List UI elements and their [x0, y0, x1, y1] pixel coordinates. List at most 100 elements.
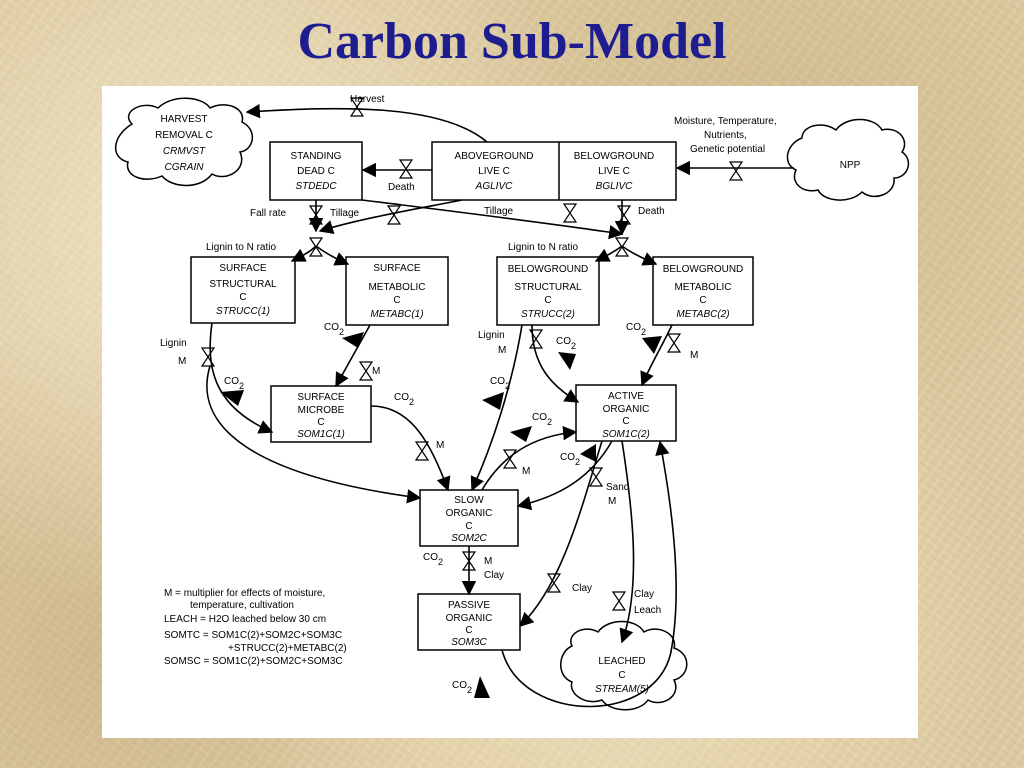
leached-cloud-line1: LEACHED: [598, 656, 645, 667]
co2-label-active-mid: CO2: [532, 412, 552, 427]
co2-wedge-slow-active: [482, 392, 504, 410]
surface-structural-box: SURFACE STRUCTURAL C STRUCC(1): [190, 256, 296, 324]
svg-text:CO2: CO2: [560, 452, 580, 467]
bg-structural-line3: C: [544, 295, 551, 306]
svg-text:CO2: CO2: [394, 392, 414, 407]
harvest-cloud-line3: CRMVST: [163, 146, 206, 157]
standing-dead-box: STANDING DEAD C STDEDC: [269, 141, 363, 201]
slide-title: Carbon Sub-Model: [297, 13, 727, 70]
co2-label-surface-struct: CO2: [224, 376, 244, 391]
svg-text:CO2: CO2: [452, 680, 472, 695]
harvest-cloud-line1: HARVEST: [160, 114, 207, 125]
valve-bm-m: [666, 333, 682, 353]
bg-structural-line1: BELOWGROUND: [508, 264, 589, 275]
valve-clay-m: [461, 551, 477, 571]
surface-structural-line4: STRUCC(1): [216, 306, 270, 317]
label-m-sand: M: [608, 496, 616, 507]
surface-microbe-line4: SOM1C(1): [297, 429, 345, 440]
co2-wedge-bg-struct: [558, 352, 576, 370]
surface-microbe-line2: MICROBE: [298, 405, 345, 416]
surface-metabolic-line2: METABOLIC: [368, 282, 425, 293]
leached-cloud-line2: C: [618, 670, 625, 681]
valve-surface-m: [358, 361, 374, 381]
belowground-live-line1: BELOWGROUND: [574, 151, 655, 162]
label-lignin-n-surface: Lignin to N ratio: [206, 242, 276, 253]
label-clay-slow: Clay: [484, 570, 504, 581]
flow-to-surf-struct: [290, 245, 317, 262]
label-npp-factors-1: Moisture, Temperature,: [674, 116, 777, 127]
svg-text:CO2: CO2: [324, 322, 344, 337]
label-npp-factors-3: Genetic potential: [690, 144, 765, 155]
flow-bs-active: [531, 324, 580, 403]
co2-label-passive: CO2: [452, 680, 472, 695]
valve-death-bg: [616, 205, 632, 225]
flow-bm-active: [640, 324, 673, 387]
svg-text:CO2: CO2: [224, 376, 244, 391]
flow-ss-slow: [206, 365, 422, 504]
svg-text:CO2: CO2: [490, 376, 510, 391]
svg-text:CO2: CO2: [556, 336, 576, 351]
npp-cloud-label: NPP: [840, 160, 861, 171]
label-m-clay: M: [484, 556, 492, 567]
diagram-panel: HARVEST REMOVAL C CRMVST CGRAIN NPP LEAC…: [102, 86, 918, 738]
bg-structural-line4: STRUCC(2): [521, 309, 575, 320]
flow-to-bg-struct: [594, 245, 623, 262]
co2-label-bg-struct: CO2: [556, 336, 576, 351]
surface-metabolic-line4: METABC(1): [370, 309, 423, 320]
co2-label-active-low: CO2: [560, 452, 580, 467]
harvest-cloud-line2: REMOVAL C: [155, 130, 213, 141]
harvest-cloud: [115, 97, 253, 187]
label-m-surface: M: [372, 366, 380, 377]
label-death-bg: Death: [638, 206, 665, 217]
co2-label-microbe: CO2: [394, 392, 414, 407]
co2-wedge-passive: [474, 676, 490, 698]
valve-tillage-1: [308, 205, 324, 225]
passive-organic-line2: ORGANIC: [446, 613, 493, 624]
active-organic-line1: ACTIVE: [608, 391, 644, 402]
label-harvest: Harvest: [350, 94, 385, 105]
legend-line-1: M = multiplier for effects of moisture,: [164, 588, 325, 599]
valve-lignin-bg: [614, 237, 630, 257]
aboveground-live-line2: LIVE C: [478, 166, 510, 177]
valve-bg-lignin-m: [528, 329, 544, 349]
bg-metabolic-line1: BELOWGROUND: [663, 264, 744, 275]
label-m-left: M: [178, 356, 186, 367]
valve-lignin-m: [200, 347, 216, 367]
slow-organic-line1: SLOW: [454, 495, 484, 506]
label-clay-mid: Clay: [572, 583, 592, 594]
svg-text:CO2: CO2: [423, 552, 443, 567]
surface-structural-line1: SURFACE: [219, 263, 267, 274]
label-tillage-1: Tillage: [330, 208, 360, 219]
bg-metabolic-line2: METABOLIC: [674, 282, 731, 293]
valve-npp: [728, 161, 744, 181]
surface-metabolic-box: SURFACE METABOLIC C METABC(1): [345, 256, 449, 326]
flow-harvest: [245, 103, 488, 143]
valve-clay-leach: [611, 591, 627, 611]
surface-microbe-line3: C: [317, 417, 324, 428]
co2-label-slow-active: CO2: [490, 376, 510, 391]
belowground-live-line3: BGLIVC: [596, 181, 633, 192]
slow-organic-line2: ORGANIC: [446, 508, 493, 519]
flow-sm-microbe: [335, 324, 371, 388]
active-organic-line4: SOM1C(2): [602, 429, 650, 440]
active-organic-line2: ORGANIC: [603, 404, 650, 415]
flow-to-surf-metab: [315, 245, 350, 266]
flow-active-passive: [518, 440, 603, 627]
label-lignin-n-bg: Lignin to N ratio: [508, 242, 578, 253]
legend-line-3: LEACH = H2O leached below 30 cm: [164, 614, 326, 625]
standing-dead-line2: DEAD C: [297, 166, 335, 177]
slow-organic-line3: C: [465, 521, 472, 532]
legend-line-2: temperature, cultivation: [190, 600, 294, 611]
label-npp-factors-2: Nutrients,: [704, 130, 747, 141]
bg-metabolic-box: BELOWGROUND METABOLIC C METABC(2): [652, 256, 754, 326]
surface-microbe-line1: SURFACE: [297, 392, 345, 403]
carbon-flow-diagram: HARVEST REMOVAL C CRMVST CGRAIN NPP LEAC…: [115, 94, 910, 711]
valve-harvest: [349, 97, 365, 117]
aboveground-live-line3: AGLIVC: [475, 181, 513, 192]
co2-wedge-active-low: [580, 444, 596, 462]
label-m-bg: M: [498, 345, 506, 356]
label-leach: Leach: [634, 605, 661, 616]
slow-organic-line4: SOM2C: [451, 533, 487, 544]
legend-line-6: SOMSC = SOM1C(2)+SOM2C+SOM3C: [164, 656, 343, 667]
label-sand: Sand: [606, 482, 629, 493]
